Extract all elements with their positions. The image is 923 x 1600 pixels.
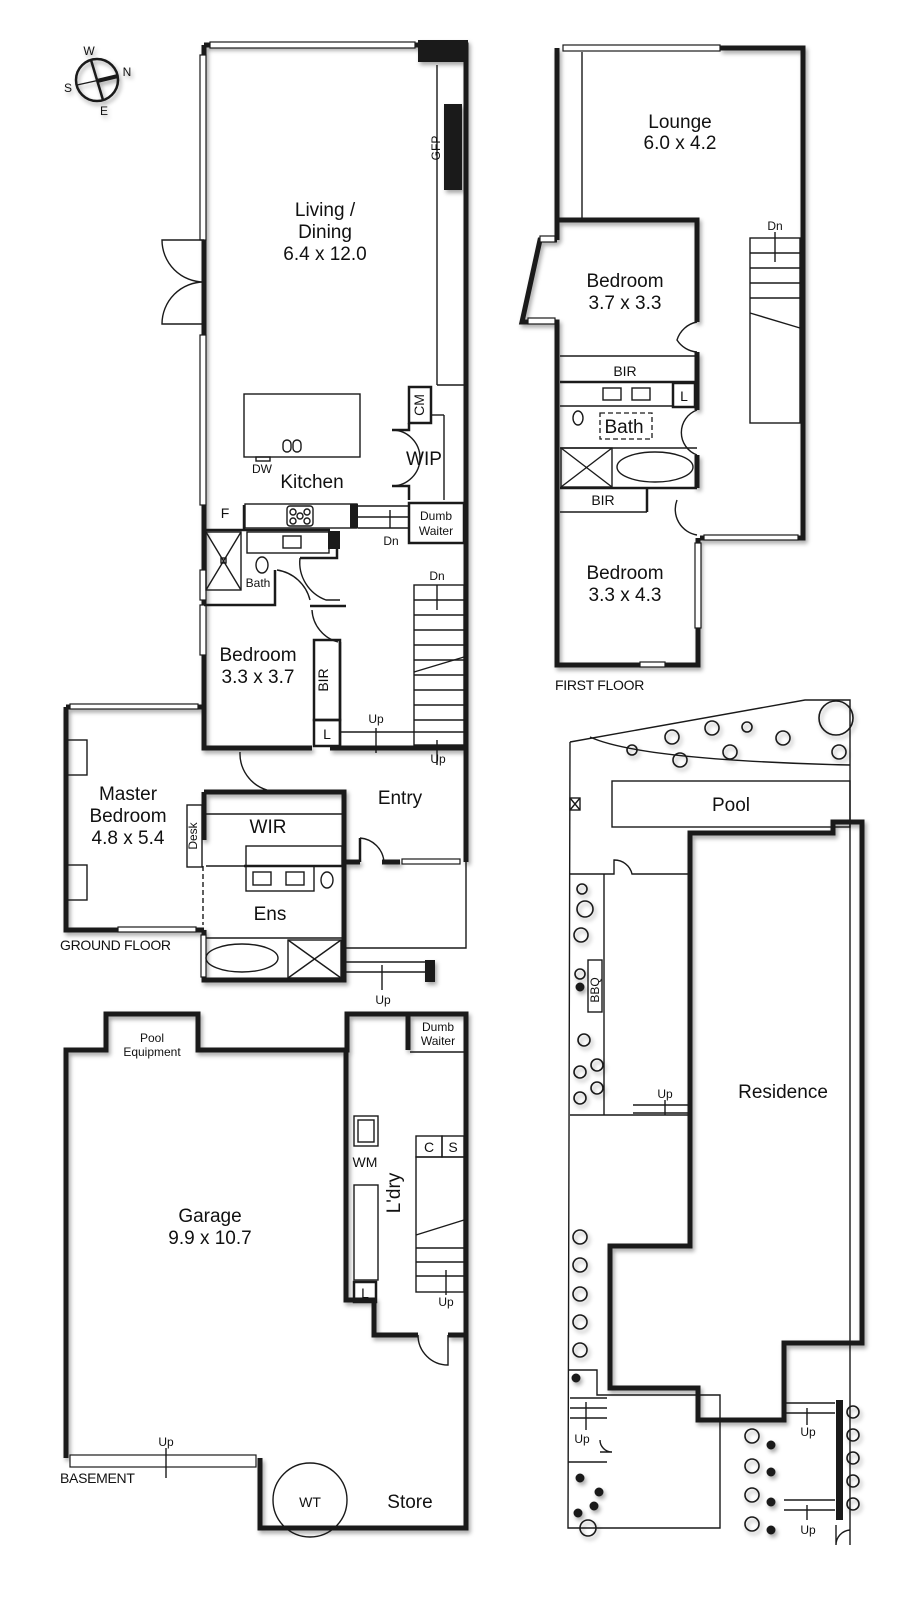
ground-floor-title: GROUND FLOOR [60,937,171,953]
ground-bir-label: BIR [315,668,331,691]
main-stair-dn: Dn [429,569,444,583]
desk-label: Desk [186,821,200,849]
gfp-label: GFP [429,136,443,161]
pool-equipment-label-2: Equipment [123,1045,181,1059]
dw-label: DW [252,462,273,476]
sink-label: S [448,1139,457,1155]
laundry-stair-up: Up [438,1295,454,1309]
front-stair-up: Up [375,993,391,1007]
basement-dumb-waiter-1: Dumb [422,1020,454,1034]
store-label: Store [387,1492,432,1513]
first-bir-2: BIR [591,492,614,508]
first-floor-title: FIRST FLOOR [555,677,644,693]
dining-label: Dining [298,222,352,243]
compass-n: N [123,65,132,79]
ground-bath-label: Bath [246,576,271,590]
master-label-1: Master [99,784,158,805]
lounge-size: 6.0 x 4.2 [644,133,717,154]
kitchen-stair-dn: Dn [383,534,398,548]
ground-bedroom-label: Bedroom [219,645,296,666]
basement-plan: Pool Equipment Dumb Waiter Garage 9.9 x … [60,1011,469,1538]
entry-label: Entry [378,788,423,809]
laundry-label: L'dry [384,1172,405,1213]
main-stair-up-2: Up [430,752,446,766]
compass-e: E [100,104,108,118]
basement-dumb-waiter-2: Waiter [421,1034,455,1048]
first-stair-dn: Dn [767,219,782,233]
cm-label: CM [411,394,427,416]
first-linen: L [680,388,688,404]
fridge-label: F [221,505,230,521]
living-label: Living / [295,200,356,221]
pool-equipment-label-1: Pool [140,1031,164,1045]
dumb-waiter-label-1: Dumb [420,509,452,523]
first-bedroom-2-size: 3.3 x 4.3 [589,585,662,606]
first-bedroom-1-label: Bedroom [586,271,663,292]
ground-floor-plan: GFP Living / Dining 6.4 x 12.0 CM WIP DW… [60,40,469,1007]
residence-label: Residence [738,1082,828,1103]
compass-icon: W N S E [64,44,131,118]
lounge-label: Lounge [648,112,711,133]
garage-size: 9.9 x 10.7 [168,1228,251,1249]
wt-label: WT [299,1494,321,1510]
wip-label: WIP [406,449,442,470]
first-bedroom-2-label: Bedroom [586,563,663,584]
tree-icons [571,700,860,1537]
garage-label: Garage [178,1206,241,1227]
wir-label: WIR [250,817,287,838]
dumb-waiter-label-2: Waiter [419,524,453,538]
garage-up-label: Up [158,1435,174,1449]
basement-linen: L [361,1285,369,1301]
compass-s: S [64,81,72,95]
basement-title: BASEMENT [60,1470,135,1486]
bbq-label: BBQ [588,977,602,1002]
site-pool-label: Pool [712,795,750,816]
site-up-4: Up [800,1523,816,1537]
first-bir-1: BIR [613,363,636,379]
wm-label: WM [353,1154,378,1170]
first-bedroom-1-size: 3.7 x 3.3 [589,293,662,314]
cupboard-label: C [424,1139,434,1155]
kitchen-label: Kitchen [280,472,343,493]
living-size: 6.4 x 12.0 [283,244,366,265]
ground-linen-label: L [323,726,331,742]
master-label-2: Bedroom [89,806,166,827]
main-stair-up-1: Up [368,712,384,726]
first-floor-plan: Lounge 6.0 x 4.2 Dn Bedroom 3.7 x 3.3 BI… [518,44,806,693]
site-up-3: Up [800,1425,816,1439]
master-size: 4.8 x 5.4 [92,828,165,849]
compass-w: W [83,44,95,58]
first-bath-label: Bath [604,417,643,438]
site-up-1: Up [657,1087,673,1101]
site-plan: Pool BBQ Up Residence Up Up Up [567,699,865,1546]
site-up-2: Up [574,1432,590,1446]
ens-label: Ens [254,904,287,925]
ground-bedroom-size: 3.3 x 3.7 [222,667,295,688]
